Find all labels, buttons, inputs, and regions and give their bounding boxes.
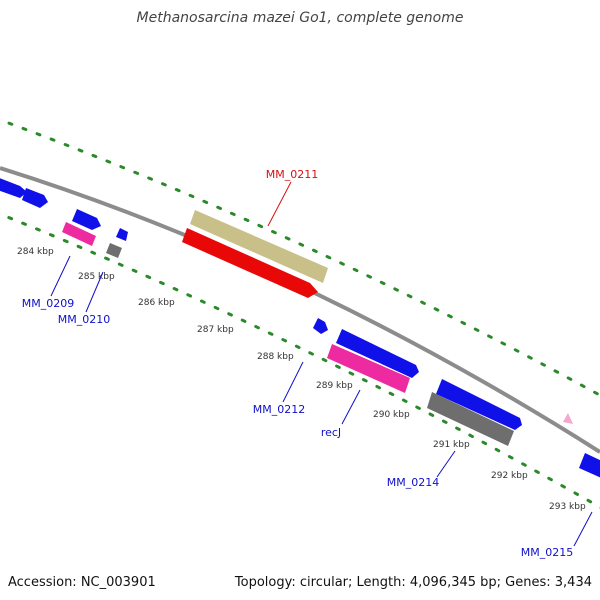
gene-block-mm0210[interactable] xyxy=(106,243,122,258)
kbp-label: 293 kbp xyxy=(549,502,586,512)
gene-block-mm0211-khaki[interactable] xyxy=(190,210,328,283)
gene-block-recj[interactable] xyxy=(327,344,410,393)
leader-line-mm0214 xyxy=(436,450,456,478)
kbp-label: 287 kbp xyxy=(197,325,234,335)
kbp-label: 285 kbp xyxy=(78,272,115,282)
gene-block-mm0211[interactable] xyxy=(182,228,318,298)
leader-line-mm0215 xyxy=(573,511,593,547)
gene-block[interactable] xyxy=(72,209,101,230)
kbp-label: 284 kbp xyxy=(17,247,54,257)
kbp-label: 288 kbp xyxy=(257,352,294,362)
leader-line-recj xyxy=(341,389,361,425)
gene-label-mm0212[interactable]: MM_0212 xyxy=(253,403,305,416)
gene-label-mm0210[interactable]: MM_0210 xyxy=(58,313,110,326)
leader-line-mm0211 xyxy=(267,181,292,227)
kbp-label: 289 kbp xyxy=(316,381,353,391)
leader-line-mm0210 xyxy=(85,271,104,313)
gene-block-mm0214[interactable] xyxy=(436,379,522,430)
gene-block[interactable] xyxy=(427,392,514,446)
outer-dotted-ring xyxy=(0,118,600,397)
gene-marker[interactable] xyxy=(563,413,573,424)
gene-label-mm0209[interactable]: MM_0209 xyxy=(22,297,74,310)
gene-label-mm0211[interactable]: MM_0211 xyxy=(266,168,318,181)
gene-block-mm0215[interactable] xyxy=(579,453,600,480)
gene-block-mm0212[interactable] xyxy=(313,318,328,334)
gene-block[interactable] xyxy=(116,228,128,241)
kbp-label: 292 kbp xyxy=(491,471,528,481)
accession-text: Accession: NC_003901 xyxy=(8,575,156,590)
inner-dotted-ring xyxy=(0,212,600,509)
kbp-label: 286 kbp xyxy=(138,298,175,308)
gene-block[interactable] xyxy=(22,188,48,208)
kbp-label: 290 kbp xyxy=(373,410,410,420)
leader-line-mm0212 xyxy=(282,361,304,403)
leader-line-mm0209 xyxy=(50,255,71,297)
gene-block[interactable] xyxy=(336,329,419,378)
gene-block[interactable] xyxy=(0,176,27,198)
kbp-label: 291 kbp xyxy=(433,440,470,450)
gene-block-mm0209[interactable] xyxy=(62,222,96,246)
gene-label-recj[interactable]: recJ xyxy=(321,426,341,439)
gene-label-mm0214[interactable]: MM_0214 xyxy=(387,476,439,489)
gene-label-mm0215[interactable]: MM_0215 xyxy=(521,546,573,559)
genome-summary-text: Topology: circular; Length: 4,096,345 bp… xyxy=(234,575,592,590)
map-title: Methanosarcina mazei Go1, complete genom… xyxy=(137,10,464,26)
